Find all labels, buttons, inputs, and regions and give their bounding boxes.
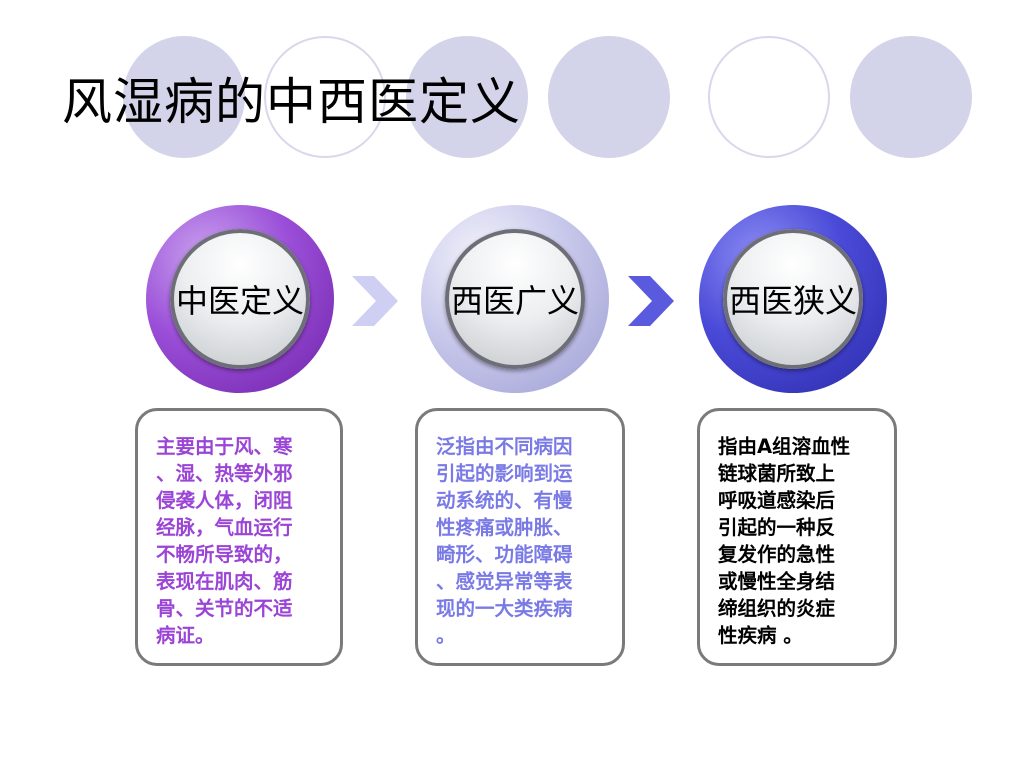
- decorative-circle: [850, 36, 972, 158]
- definition-text-western-broad: 泛指由不同病因 引起的影响到运 动系统的、有慢 性疼痛或肿胀、 畸形、功能障碍 …: [436, 435, 573, 647]
- definition-card-western-narrow: 指由A组溶血性 链球菌所致上 呼吸道感染后 引起的一种反 复发作的急性 或慢性全…: [697, 408, 897, 666]
- chevron-right-icon: [352, 276, 398, 326]
- stage-disc-western-broad: 西医广义: [421, 205, 609, 393]
- stage-label-tcm: 中医定义: [175, 282, 304, 320]
- stage-disc-tcm: 中医定义: [146, 205, 334, 393]
- definition-card-tcm: 主要由于风、寒 、湿、热等外邪 侵袭人体，闭阻 经脉，气血运行 不畅所导致的， …: [135, 408, 343, 666]
- decorative-ring: [708, 36, 830, 158]
- chevron-right-icon: [628, 276, 674, 326]
- definition-card-western-broad: 泛指由不同病因 引起的影响到运 动系统的、有慢 性疼痛或肿胀、 畸形、功能障碍 …: [415, 408, 625, 666]
- decorative-circle: [548, 36, 670, 158]
- stage-label-western-narrow: 西医狭义: [728, 282, 857, 320]
- slide-title: 风湿病的中西医定义: [62, 73, 521, 131]
- stage-label-western-broad: 西医广义: [450, 282, 579, 320]
- definition-text-tcm: 主要由于风、寒 、湿、热等外邪 侵袭人体，闭阻 经脉，气血运行 不畅所导致的， …: [156, 435, 293, 647]
- decorative-circle: [123, 36, 245, 158]
- stage-disc-face: 西医狭义: [723, 229, 863, 369]
- definition-text-western-narrow: 指由A组溶血性 链球菌所致上 呼吸道感染后 引起的一种反 复发作的急性 或慢性全…: [718, 435, 851, 647]
- stage-disc-face: 西医广义: [445, 229, 585, 369]
- decorative-circle: [406, 36, 528, 158]
- stage-disc-face: 中医定义: [170, 229, 310, 369]
- stage-disc-western-narrow: 西医狭义: [699, 205, 887, 393]
- decorative-ring: [264, 36, 386, 158]
